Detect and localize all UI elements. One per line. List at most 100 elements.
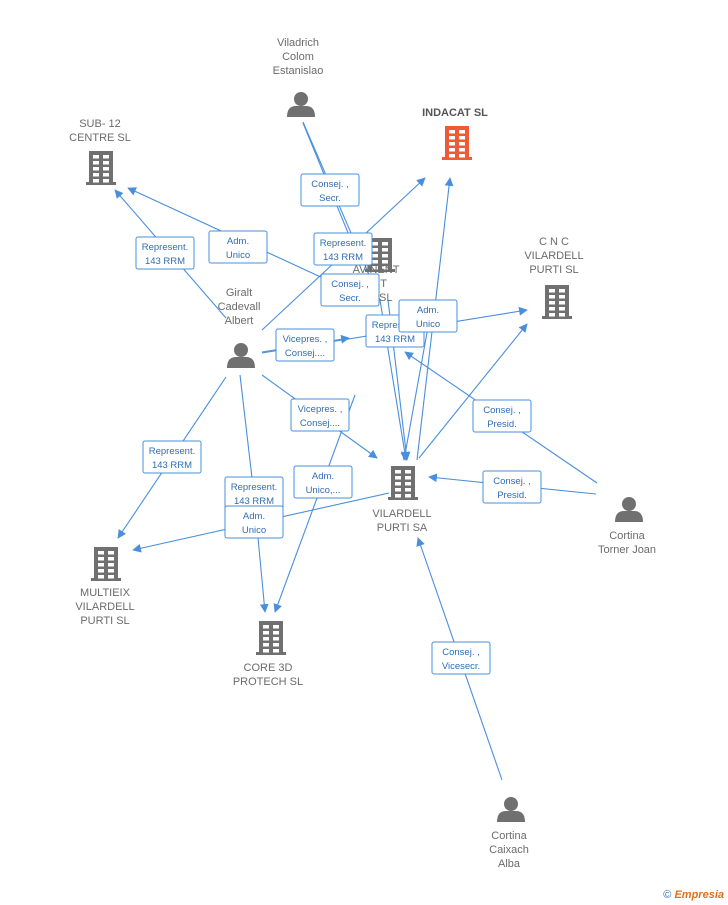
relation-label[interactable]: Consej. ,Secr. (300, 173, 360, 207)
building-icon (542, 285, 572, 319)
node-label: VILARDELL (372, 508, 431, 520)
relation-label-box (224, 505, 284, 539)
building-icon (388, 466, 418, 500)
person-icon (497, 797, 525, 822)
relation-label-text: Consej. , (483, 405, 521, 416)
node-label: MULTIEIX (80, 587, 131, 599)
relation-label-text: Vicesecr. (442, 661, 480, 672)
relation-label-text: 143 RRM (323, 252, 363, 263)
node-label: PROTECH SL (233, 676, 303, 688)
relation-label-box (293, 465, 353, 499)
relation-label[interactable]: Adm. Unico,... (293, 465, 353, 499)
relation-label-box (208, 230, 268, 264)
copyright-symbol: © (663, 889, 672, 901)
brand-logo-text: Empresia (674, 889, 724, 901)
relation-label-text: Consej. , (493, 476, 531, 487)
node-label: CORE 3D (244, 662, 293, 674)
relation-label-text: Secr. (319, 193, 341, 204)
relation-label[interactable]: Consej. ,Secr. (320, 273, 380, 307)
node-label: C N C (539, 236, 569, 248)
relation-label-text: Consej.... (300, 418, 340, 429)
building-icon (86, 151, 116, 185)
node-label: Cadevall (218, 301, 261, 313)
relation-label-text: Consej.... (285, 348, 325, 359)
relation-label[interactable]: Represent. 143 RRM (142, 440, 202, 474)
relation-label-text: Represent. (149, 446, 195, 457)
relation-label-text: 143 RRM (375, 334, 415, 345)
node-label: PURTI SL (80, 615, 129, 627)
node-sub12[interactable]: SUB- 12 CENTRE SL (69, 118, 131, 185)
node-label: AVINENT (353, 264, 400, 276)
relation-label[interactable]: Represent.143 RRM (224, 476, 284, 510)
relation-label-box (482, 470, 542, 504)
relation-line (418, 323, 528, 459)
edge-labels-layer: Consej. ,Secr.Represent.143 RRMRepresent… (135, 173, 542, 675)
node-label: Viladrich (277, 37, 319, 49)
relation-label-text: Adm. (227, 236, 249, 247)
relation-label-text: Unico (226, 250, 250, 261)
relation-label-text: Vicepres. , (283, 334, 328, 345)
relation-label-text: Adm. (417, 305, 439, 316)
node-avinent[interactable]: AVINENTANTEM SL (353, 238, 400, 304)
relation-label[interactable]: Consej. ,Vicesecr. (431, 641, 491, 675)
node-vilardell[interactable]: VILARDELL PURTI SA (372, 466, 432, 534)
node-label: VILARDELL (75, 601, 134, 613)
relation-label[interactable]: Adm. Unico (398, 299, 458, 333)
relation-label-box (300, 173, 360, 207)
relation-label-text: Presid. (487, 419, 517, 430)
node-core3d[interactable]: CORE 3D PROTECH SL (233, 621, 303, 688)
relation-label-box (313, 232, 373, 266)
node-label: Colom (282, 51, 314, 63)
relation-label[interactable]: Adm. Unico (208, 230, 268, 264)
relation-label[interactable]: Consej. , Presid. (482, 470, 542, 504)
node-label: Caixach (489, 844, 529, 856)
node-label: Giralt (226, 287, 252, 299)
node-label: Cortina (609, 530, 645, 542)
relation-label[interactable]: Vicepres. , Consej.... (290, 398, 350, 432)
building-icon (91, 547, 121, 581)
relation-label-text: Vicepres. , (298, 404, 343, 415)
person-icon (615, 497, 643, 522)
relation-line (401, 315, 431, 461)
node-label: Estanislao (273, 65, 324, 77)
node-label: INDACAT SL (422, 107, 488, 119)
relation-label[interactable]: Adm.Unico (224, 505, 284, 539)
relation-label-text: Consej. , (331, 279, 369, 290)
relation-label-text: 143 RRM (234, 496, 274, 507)
node-label: SUB- 12 (79, 118, 121, 130)
node-label: CENTRE SL (69, 132, 131, 144)
relation-label-text: Presid. (497, 490, 527, 501)
relation-label[interactable]: Consej. , Presid. (472, 399, 532, 433)
node-multieix[interactable]: MULTIEIX VILARDELL PURTI SL (75, 547, 135, 627)
relation-label-box (398, 299, 458, 333)
node-indacat[interactable]: INDACAT SL (422, 107, 488, 160)
node-label: PURTI SL (529, 264, 578, 276)
node-label: PURTI SA (377, 522, 428, 534)
building-icon (442, 126, 472, 160)
relation-label-box (290, 398, 350, 432)
relation-label[interactable]: Vicepres. , Consej.... (275, 328, 335, 362)
relation-label-text: Unico,... (306, 485, 341, 496)
node-label: Albert (225, 315, 254, 327)
relation-label-text: Represent. (142, 242, 188, 253)
relation-label[interactable]: Represent.143 RRM (313, 232, 373, 266)
relation-label-box (431, 641, 491, 675)
relation-label[interactable]: Represent. 143 RRM (135, 236, 195, 270)
relation-label-text: Unico (416, 319, 440, 330)
relation-label-text: 143 RRM (145, 256, 185, 267)
relation-label-text: 143 RRM (152, 460, 192, 471)
node-label: Alba (498, 858, 521, 870)
relation-label-box (275, 328, 335, 362)
relation-label-text: Adm. (312, 471, 334, 482)
relation-label-box (142, 440, 202, 474)
relation-label-box (135, 236, 195, 270)
empresia-credit[interactable]: © Empresia (663, 889, 724, 901)
relation-label-text: Adm. (243, 511, 265, 522)
